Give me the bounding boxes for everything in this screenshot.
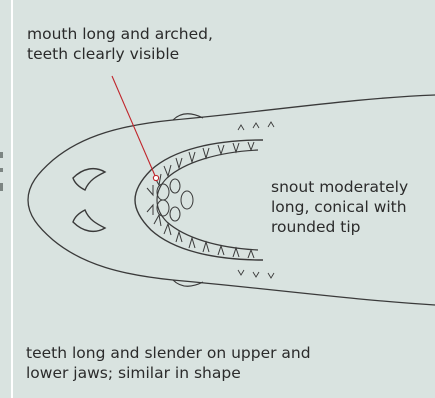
adjacent-panel-strip <box>0 0 11 398</box>
mouth-pointer-line <box>112 76 156 178</box>
teeth-annotation: teeth long and slender on upper and lowe… <box>26 343 311 383</box>
upper-teeth-row <box>147 142 254 195</box>
dermal-denticles <box>238 122 274 278</box>
mouth-pointer-dot <box>153 175 158 180</box>
snout-annotation: snout moderately long, conical with roun… <box>271 177 408 237</box>
strip-mark <box>0 168 3 172</box>
upper-nostril <box>73 169 105 190</box>
snout-annotation-line-3: rounded tip <box>271 217 408 237</box>
mouth-annotation: mouth long and arched, teeth clearly vis… <box>27 24 213 64</box>
upper-jaw <box>135 140 263 260</box>
strip-mark <box>0 152 3 158</box>
mouth-annotation-line-1: mouth long and arched, <box>27 24 213 44</box>
lower-nostril <box>73 210 105 231</box>
snout-annotation-line-1: snout moderately <box>271 177 408 197</box>
front-teeth-cluster <box>157 179 193 221</box>
teeth-annotation-line-1: teeth long and slender on upper and <box>26 343 311 363</box>
snout-annotation-line-2: long, conical with <box>271 197 408 217</box>
strip-mark <box>0 183 3 191</box>
teeth-annotation-line-2: lower jaws; similar in shape <box>26 363 311 383</box>
lower-jaw <box>157 150 258 250</box>
shark-head-illustration-panel: mouth long and arched, teeth clearly vis… <box>13 0 435 398</box>
lower-teeth-row <box>147 205 254 258</box>
mouth-annotation-line-2: teeth clearly visible <box>27 44 213 64</box>
